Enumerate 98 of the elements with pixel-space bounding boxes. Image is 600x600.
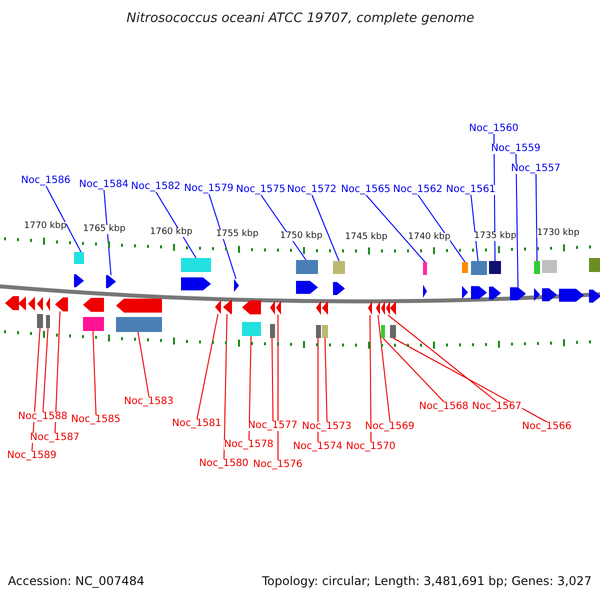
gene-block bbox=[542, 260, 557, 302]
gene-block bbox=[18, 296, 26, 310]
gene-label: Noc_1580 bbox=[199, 459, 249, 469]
gene-block bbox=[106, 275, 116, 288]
gene-block bbox=[270, 300, 275, 338]
gene-block bbox=[223, 300, 232, 314]
gene-label: Noc_1584 bbox=[79, 180, 129, 190]
leader-line bbox=[418, 194, 466, 262]
gene-block bbox=[559, 288, 584, 302]
scale-label: 1735 kbp bbox=[474, 232, 516, 240]
gene-label: Noc_1566 bbox=[522, 422, 572, 432]
gene-block bbox=[381, 301, 385, 338]
gene-block bbox=[296, 260, 318, 294]
gene-block bbox=[489, 261, 501, 300]
gene-label: Noc_1560 bbox=[469, 124, 519, 134]
gene-block bbox=[534, 261, 540, 302]
gene-label: Noc_1575 bbox=[236, 185, 286, 195]
gene-label: Noc_1562 bbox=[393, 185, 443, 195]
gene-label: Noc_1572 bbox=[287, 185, 337, 195]
gene-label: Noc_1568 bbox=[419, 402, 469, 412]
gene-block bbox=[333, 261, 345, 295]
gene-block bbox=[510, 287, 526, 300]
gene-block bbox=[390, 301, 396, 338]
leader-line bbox=[392, 338, 548, 422]
gene-block bbox=[181, 258, 211, 290]
gene-block bbox=[74, 252, 84, 288]
gene-label: Noc_1570 bbox=[346, 442, 396, 452]
gene-block bbox=[55, 297, 68, 312]
gene-label: Noc_1583 bbox=[124, 397, 174, 407]
leader-line bbox=[42, 328, 48, 412]
gene-label: Noc_1582 bbox=[131, 182, 181, 192]
gene-block bbox=[5, 296, 19, 310]
leader-line bbox=[54, 310, 60, 434]
leader-line bbox=[370, 314, 372, 442]
gene-block bbox=[368, 301, 372, 316]
gene-label: Noc_1586 bbox=[21, 176, 71, 186]
gene-block bbox=[83, 298, 104, 331]
gene-block bbox=[386, 301, 390, 316]
gene-label: Noc_1557 bbox=[511, 164, 561, 174]
gene-block bbox=[376, 301, 380, 316]
gene-label: Noc_1589 bbox=[7, 451, 57, 461]
gene-block bbox=[462, 262, 468, 299]
leader-line bbox=[92, 330, 96, 416]
gene-label: Noc_1578 bbox=[224, 440, 274, 450]
gene-label: Noc_1561 bbox=[446, 185, 496, 195]
gene-block bbox=[423, 262, 427, 298]
leader-line bbox=[196, 314, 218, 420]
gene-label: Noc_1565 bbox=[341, 185, 391, 195]
genome-info-note: Topology: circular; Length: 3,481,691 bp; Genes: 3,027 bbox=[262, 575, 592, 587]
scale-label: 1740 kbp bbox=[408, 232, 450, 242]
gene-block bbox=[116, 298, 162, 332]
gene-label: Noc_1569 bbox=[365, 422, 415, 432]
leader-line bbox=[46, 186, 82, 252]
scale-label: 1765 kbp bbox=[83, 224, 126, 234]
gene-block bbox=[471, 261, 487, 300]
leader-line bbox=[536, 174, 538, 262]
title: Nitrosococcus oceani ATCC 19707, complete genome bbox=[126, 12, 474, 24]
gene-block bbox=[234, 279, 239, 292]
gene-block bbox=[242, 300, 261, 336]
leader-line bbox=[248, 336, 252, 440]
scale-label: 1770 kbp bbox=[24, 222, 66, 230]
gene-label: Noc_1585 bbox=[71, 415, 121, 425]
leader-line bbox=[366, 194, 426, 262]
leader-line bbox=[312, 194, 340, 262]
gene-label: Noc_1577 bbox=[248, 421, 298, 431]
leader-line bbox=[324, 338, 328, 422]
gene-label: Noc_1587 bbox=[30, 433, 80, 443]
gene-label: Noc_1576 bbox=[253, 460, 303, 470]
leader-line bbox=[104, 190, 112, 276]
gene-block bbox=[276, 300, 281, 315]
leader-line bbox=[382, 338, 444, 402]
scale-label: 1755 kbp bbox=[216, 230, 258, 238]
leader-line bbox=[516, 154, 518, 288]
gene-block bbox=[316, 300, 321, 338]
gene-label: Noc_1573 bbox=[302, 422, 352, 432]
leader-line bbox=[378, 314, 390, 422]
scale-label: 1730 kbp bbox=[537, 228, 580, 238]
gene-block bbox=[215, 300, 221, 314]
leader-line bbox=[388, 314, 498, 402]
gene-block bbox=[46, 297, 50, 328]
leader-line bbox=[272, 338, 274, 422]
gene-block bbox=[589, 258, 600, 303]
gene-label: Noc_1567 bbox=[472, 402, 522, 412]
leader-line bbox=[224, 314, 228, 460]
gene-label: Noc_1579 bbox=[184, 184, 234, 194]
gene-label: Noc_1581 bbox=[172, 419, 222, 429]
gene-label: Noc_1574 bbox=[293, 442, 343, 452]
accession-note: Accession: NC_007484 bbox=[8, 575, 144, 587]
gene-label: Noc_1588 bbox=[18, 412, 68, 422]
scale-label: 1750 kbp bbox=[280, 232, 322, 240]
gene-block bbox=[37, 296, 43, 328]
gene-label: Noc_1559 bbox=[491, 144, 541, 154]
scale-label: 1745 kbp bbox=[345, 232, 388, 242]
gene-block bbox=[28, 296, 35, 311]
gene-block bbox=[322, 300, 328, 338]
leader-line bbox=[138, 332, 150, 398]
scale-label: 1760 kbp bbox=[150, 228, 192, 236]
leader-line bbox=[208, 194, 236, 280]
